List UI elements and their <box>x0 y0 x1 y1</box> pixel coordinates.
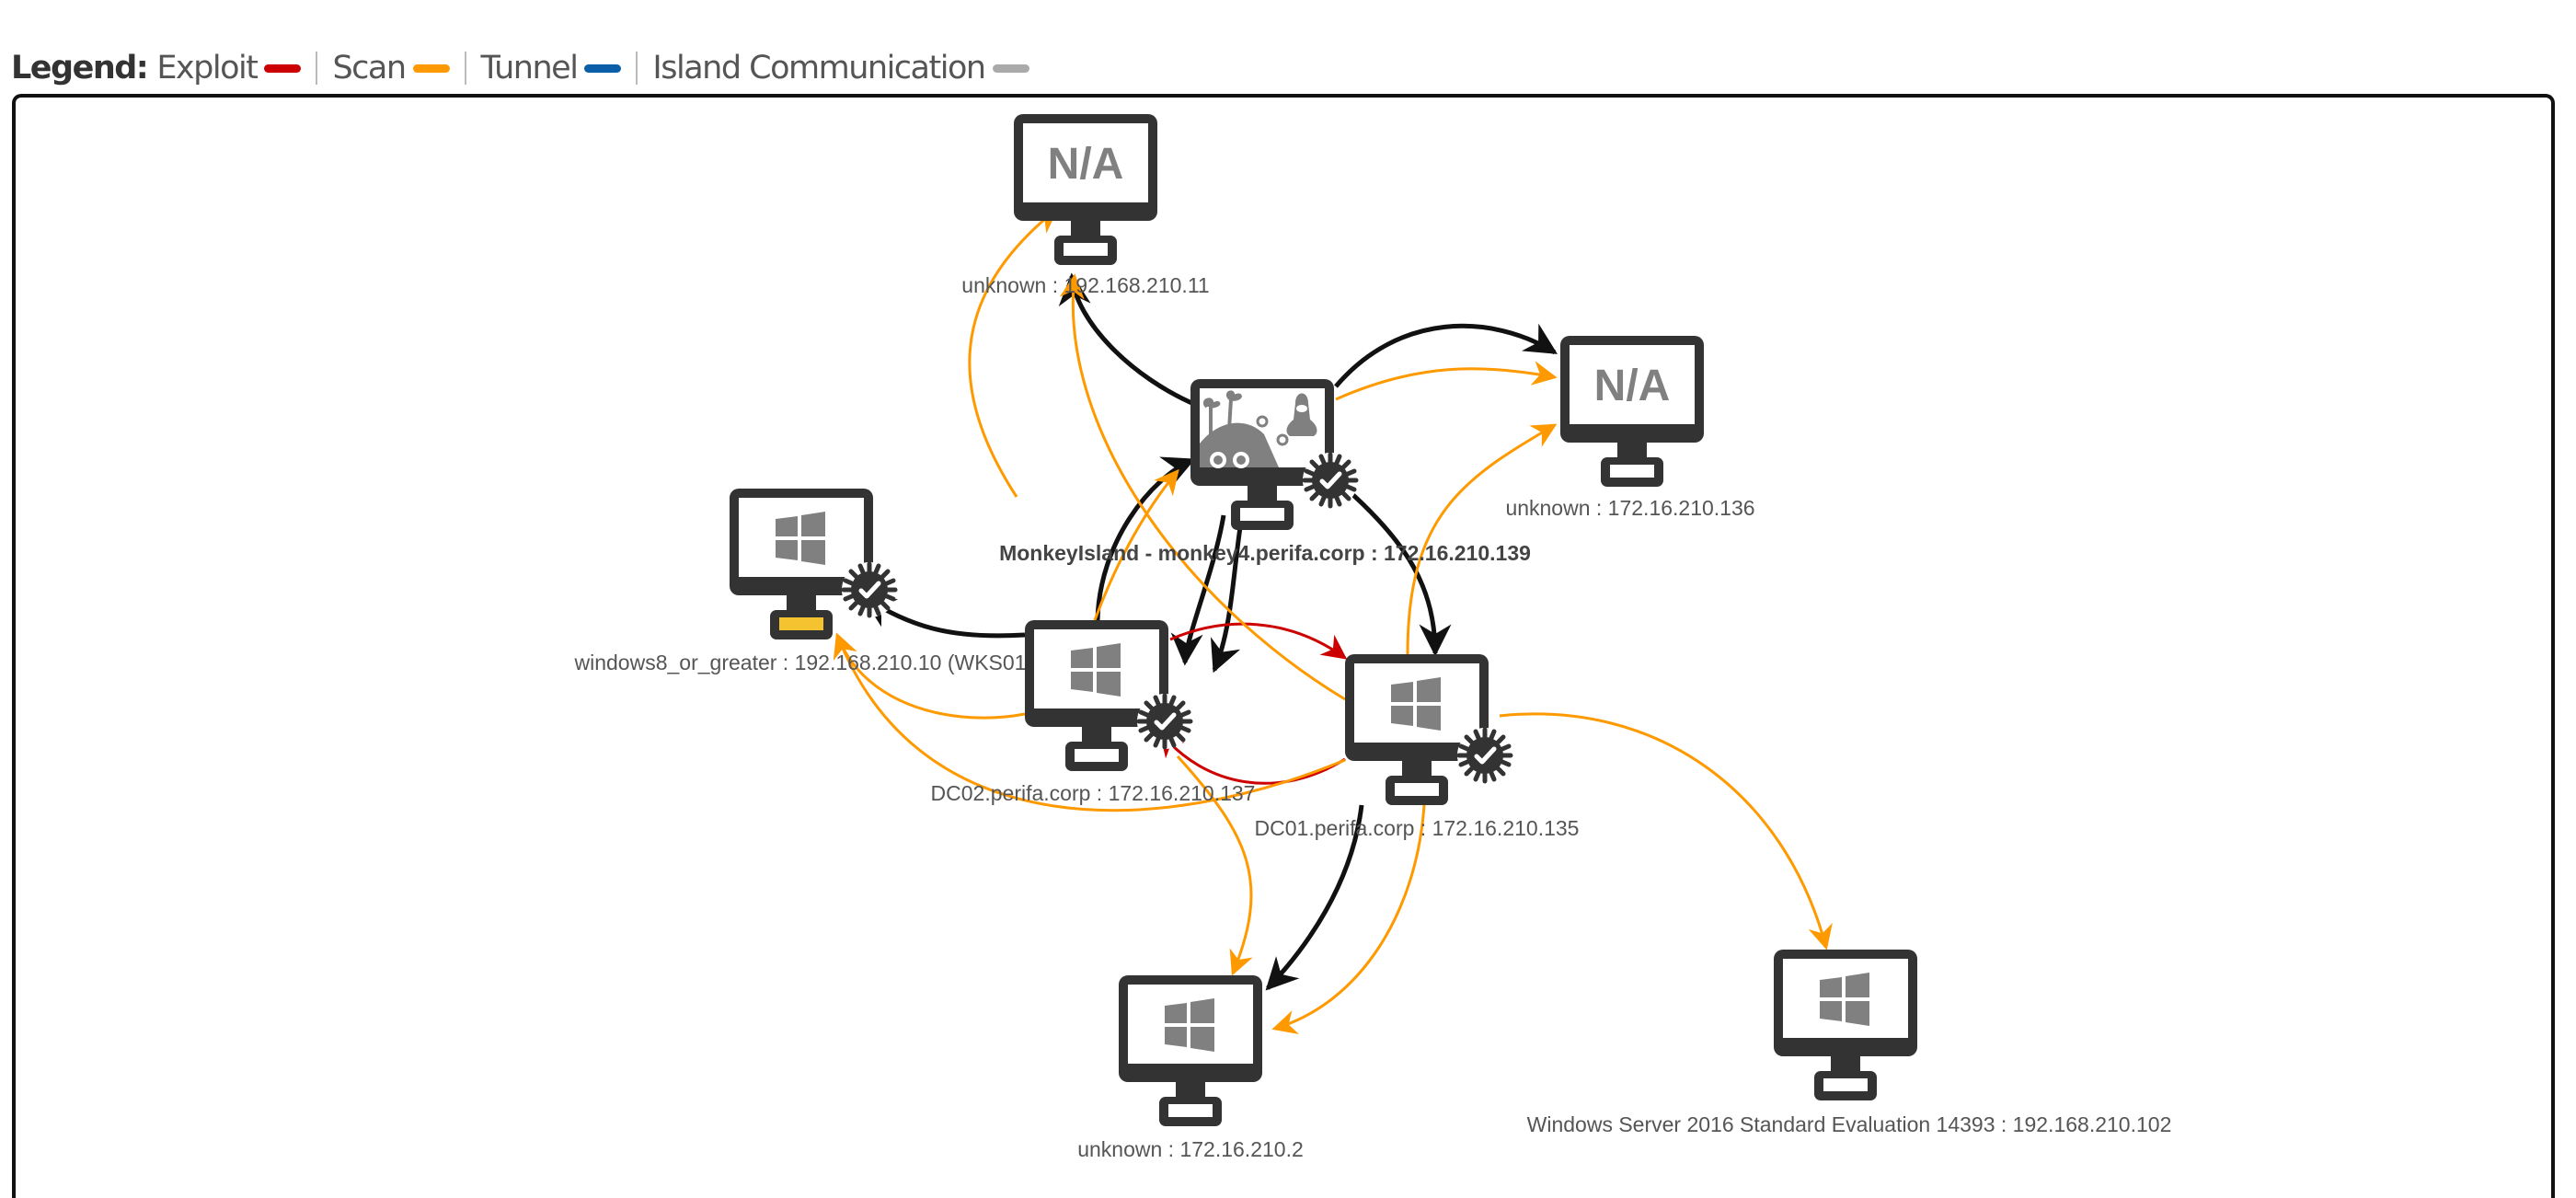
scan-swatch-icon <box>412 63 450 73</box>
monitor-icon <box>1560 336 1704 487</box>
legend-item-island-communication: Island Communication <box>652 50 1029 86</box>
network-map-canvas[interactable] <box>12 94 2555 1198</box>
na-os-icon: N/A <box>1594 362 1671 410</box>
node-n11[interactable]: N/A <box>1014 114 1157 265</box>
edge-exploit-dc01-to-dc02[interactable] <box>1159 731 1346 785</box>
monitor-icon <box>730 489 873 639</box>
edge-island-dc01-to-n2[interactable] <box>1265 804 1364 991</box>
node-label-wks01: windows8_or_greater : 192.168.210.10 (WK… <box>574 651 1027 674</box>
edge-scan-dc01-to-wks01[interactable] <box>834 632 1346 812</box>
edge-island-island-to-n136[interactable] <box>1334 323 1558 388</box>
legend-label-tunnel: Tunnel <box>480 50 579 86</box>
edge-scan-dc01-to-n102[interactable] <box>1499 712 1833 950</box>
legend-separator <box>636 52 638 85</box>
node-dc02[interactable] <box>1025 620 1192 771</box>
node-wks01[interactable] <box>730 489 897 639</box>
node-n2[interactable] <box>1119 975 1262 1126</box>
node-n136[interactable]: N/A <box>1560 336 1704 487</box>
edge-island-island-to-dc02[interactable] <box>1170 514 1226 666</box>
monitor-icon <box>1774 950 1917 1100</box>
edge-scan-dc02-to-island[interactable] <box>1093 468 1179 621</box>
infected-monkey-check-icon <box>1459 730 1511 781</box>
node-n102[interactable] <box>1774 950 1917 1100</box>
node-label-dc02: DC02.perifa.corp : 172.16.210.137 <box>931 781 1256 805</box>
legend: Legend: Exploit Scan Tunnel Island Commu… <box>11 50 1029 86</box>
monitor-icon <box>1025 620 1168 771</box>
edge-scan-dc02-to-n2[interactable] <box>1176 755 1253 976</box>
tunnel-swatch-icon <box>584 63 622 73</box>
legend-label-scan: Scan <box>332 50 407 86</box>
node-dc01[interactable] <box>1345 654 1512 805</box>
node-label-n2: unknown : 172.16.210.2 <box>1077 1137 1304 1161</box>
infected-monkey-check-icon <box>1139 696 1190 747</box>
legend-separator <box>316 52 318 85</box>
monkey-island-logo-icon <box>1200 390 1317 468</box>
monitor-icon <box>1345 654 1489 805</box>
node-label-dc01: DC01.perifa.corp : 172.16.210.135 <box>1255 816 1580 840</box>
edge-scan-dc01-to-n136[interactable] <box>1406 423 1558 655</box>
legend-label-island-communication: Island Communication <box>652 50 986 86</box>
legend-label-exploit: Exploit <box>156 50 259 86</box>
edges-layer <box>833 208 1833 1035</box>
node-island[interactable] <box>1190 379 1358 530</box>
monitor-icon <box>1119 975 1262 1126</box>
legend-item-tunnel: Tunnel <box>481 50 622 86</box>
selected-highlight-icon <box>779 617 823 630</box>
edge-island-dc01-to-island[interactable] <box>1210 514 1245 674</box>
legend-title: Legend: <box>11 50 149 86</box>
infected-monkey-check-icon <box>1305 455 1356 506</box>
nodes-layer: N/A unknown : 192.168.210.11MonkeyIsland … <box>574 114 2172 1161</box>
legend-item-exploit: Exploit <box>156 50 302 86</box>
island-communication-swatch-icon <box>992 63 1029 73</box>
node-label-n11: unknown : 192.168.210.11 <box>961 273 1209 297</box>
legend-item-scan: Scan <box>332 50 450 86</box>
infected-monkey-check-icon <box>844 564 895 616</box>
node-label-n102: Windows Server 2016 Standard Evaluation … <box>1527 1112 2172 1136</box>
edge-scan-dc01-to-n11[interactable] <box>1059 273 1346 701</box>
legend-separator <box>464 52 466 85</box>
na-os-icon: N/A <box>1048 140 1124 189</box>
edge-island-dc02-to-island[interactable] <box>1095 456 1196 621</box>
node-label-n136: unknown : 172.16.210.136 <box>1505 496 1754 520</box>
node-label-island: MonkeyIsland - monkey4.perifa.corp : 172… <box>999 541 1531 565</box>
edge-exploit-dc02-to-dc01[interactable] <box>1169 622 1348 660</box>
monitor-icon <box>1014 114 1157 265</box>
edge-scan-island-to-n136[interactable] <box>1335 361 1558 401</box>
edge-island-island-to-dc01[interactable] <box>1343 486 1452 657</box>
exploit-swatch-icon <box>264 63 302 73</box>
edge-scan-dc01-to-n2[interactable] <box>1271 804 1426 1035</box>
edge-scan-dc02-to-wks01[interactable] <box>833 632 1026 720</box>
edge-scan-dc02-to-n11[interactable] <box>968 208 1059 498</box>
